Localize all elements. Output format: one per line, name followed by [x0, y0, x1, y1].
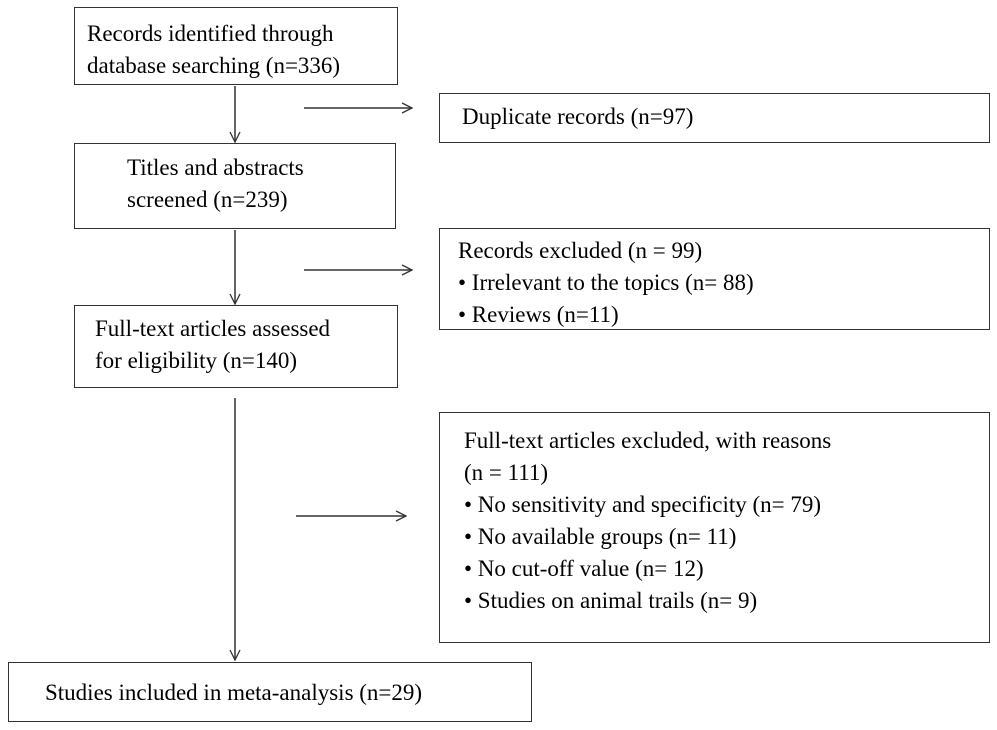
- eligibility-line-1: Full-text articles assessed: [95, 316, 331, 341]
- fulltext-excluded-line-2: (n = 111): [464, 460, 549, 485]
- fulltext-excluded-line-4: • No available groups (n= 11): [464, 524, 737, 549]
- screened-line-2: screened (n=239): [127, 187, 288, 212]
- fulltext-excluded-line-3: • No sensitivity and specificity (n= 79): [464, 492, 822, 517]
- records-excluded-line-3: • Reviews (n=11): [458, 302, 619, 327]
- identified-line-2: database searching (n=336): [87, 53, 341, 78]
- fulltext-excluded-box: Full-text articles excluded, with reason…: [439, 412, 990, 643]
- screened-line-1: Titles and abstracts: [127, 155, 304, 180]
- records-excluded-line-2: • Irrelevant to the topics (n= 88): [458, 270, 754, 295]
- identified-box: Records identified through database sear…: [74, 7, 398, 85]
- identified-line-1: Records identified through: [87, 21, 334, 46]
- records-excluded-box: Records excluded (n = 99) • Irrelevant t…: [439, 228, 990, 330]
- eligibility-line-2: for eligibility (n=140): [95, 348, 298, 373]
- fulltext-excluded-line-5: • No cut-off value (n= 12): [464, 556, 704, 581]
- included-line-1: Studies included in meta-analysis (n=29): [45, 680, 423, 705]
- records-excluded-line-1: Records excluded (n = 99): [458, 238, 703, 263]
- duplicates-box: Duplicate records (n=97): [439, 93, 990, 143]
- fulltext-excluded-line-1: Full-text articles excluded, with reason…: [464, 428, 832, 453]
- screened-box: Titles and abstracts screened (n=239): [74, 143, 396, 229]
- eligibility-box: Full-text articles assessed for eligibil…: [74, 305, 398, 388]
- duplicates-line-1: Duplicate records (n=97): [462, 104, 694, 129]
- included-box: Studies included in meta-analysis (n=29): [8, 662, 532, 722]
- fulltext-excluded-line-6: • Studies on animal trails (n= 9): [464, 588, 758, 613]
